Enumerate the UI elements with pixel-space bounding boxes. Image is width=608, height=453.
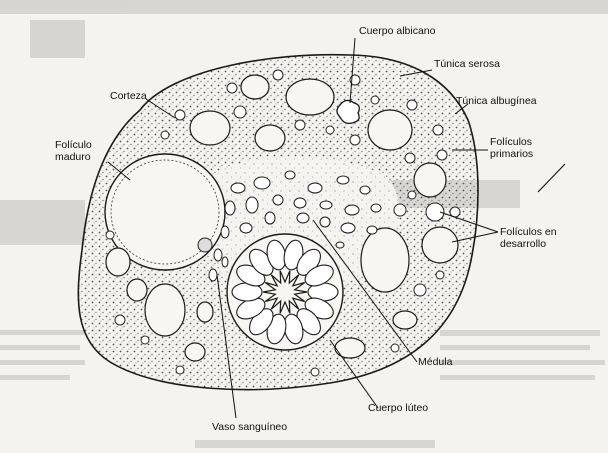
label-foliculos-primarios: Folículos primarios [490,136,533,160]
label-tunica-serosa: Túnica serosa [434,58,500,70]
label-vaso-sanguineo: Vaso sanguíneo [212,421,287,433]
label-cuerpo-albicans: Cuerpo albicano [359,25,435,37]
label-corteza: Corteza [110,90,147,102]
label-cuerpo-luteo: Cuerpo lúteo [368,402,428,414]
label-foliculo-maduro: Folículo maduro [55,139,92,163]
label-medula: Médula [418,356,452,368]
corpus-luteum [227,234,343,350]
label-tunica-albuginea: Túnica albugínea [456,95,537,107]
stray-line [538,164,565,192]
label-foliculos-desarrollo: Folículos en desarrollo [500,226,557,250]
